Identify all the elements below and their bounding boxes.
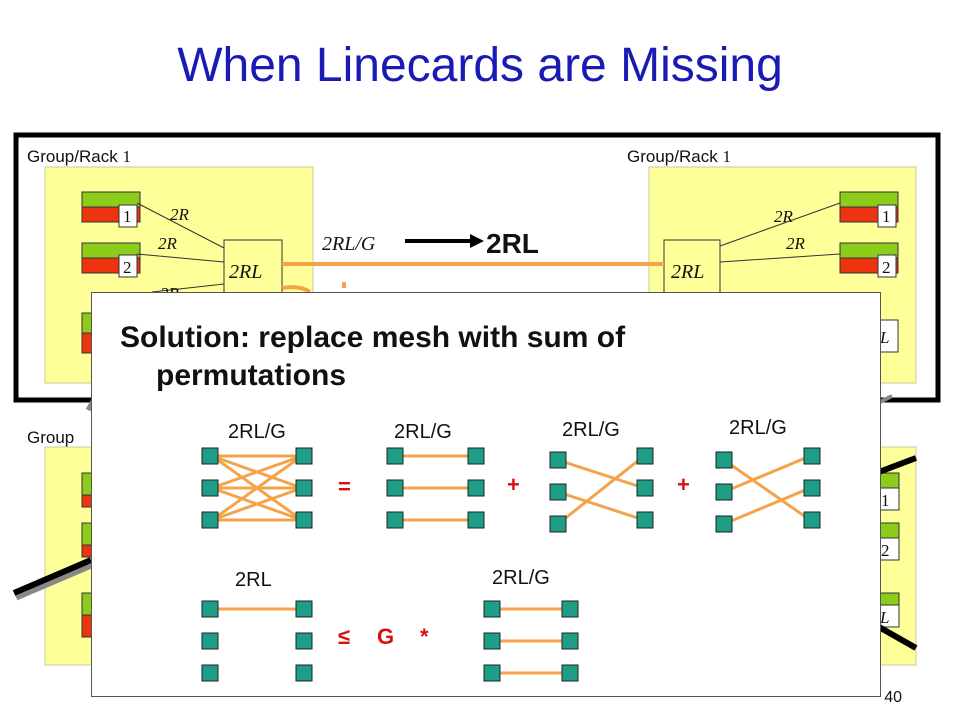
linecard-tl-1 — [81, 191, 141, 228]
page-number: 40 — [884, 689, 902, 706]
perm-identity — [395, 454, 475, 522]
tl-link-label-1: 2R — [170, 205, 190, 224]
equals-operator: = — [338, 474, 351, 499]
row1-label-mesh: 2RL/G — [228, 421, 286, 443]
solution-panel: Solution: replace mesh with sum of permu… — [91, 292, 881, 697]
group-label-top-right: Group/Rack 1 — [627, 147, 731, 166]
group-label-top-left: Group/Rack 1 — [27, 147, 131, 166]
tl-switch-label: 2RL — [229, 261, 262, 283]
thick-link-right-top — [877, 455, 918, 475]
tr-link-label-1: 2R — [774, 207, 794, 226]
switch-top-right — [663, 239, 721, 299]
g-factor: G — [377, 624, 395, 649]
perm-shift-2 — [723, 454, 811, 526]
inter-link-result: 2RL — [486, 228, 539, 259]
linecard-tr-2 — [839, 242, 899, 278]
br-linecard-l: L — [879, 608, 889, 627]
br-linecard-2-num: 2 — [881, 541, 890, 560]
linecard-tr-1 — [839, 191, 899, 228]
tl-linecard-2-num: 2 — [123, 258, 132, 277]
thick-link-right-bottom — [877, 624, 918, 651]
perm-identity-bottom — [492, 607, 570, 675]
br-linecard-1-num: 1 — [881, 491, 890, 510]
arrow-head — [470, 234, 484, 248]
thick-link-left — [14, 561, 93, 601]
solution-heading-line2: permutations — [156, 359, 347, 392]
times-operator: * — [420, 624, 429, 649]
mesh-full — [211, 454, 303, 522]
tl-link-label-2: 2R — [158, 234, 178, 253]
row2-label-single: 2RL — [235, 569, 272, 591]
inter-link-label: 2RL/G — [322, 233, 376, 255]
solution-heading-line1: Solution: replace mesh with sum of — [120, 321, 626, 354]
tr-link-label-2: 2R — [786, 234, 806, 253]
tr-linecard-l: L — [879, 328, 889, 347]
tl-linecard-1-num: 1 — [123, 207, 132, 226]
group-label-bottom-left: Group — [27, 428, 75, 447]
plus-operator-1: + — [507, 472, 520, 497]
row1-label-perm3: 2RL/G — [729, 417, 787, 439]
tr-linecard-1-num: 1 — [882, 207, 891, 226]
row1-label-perm1: 2RL/G — [394, 421, 452, 443]
plus-operator-2: + — [677, 472, 690, 497]
row2-label-perm: 2RL/G — [492, 567, 550, 589]
tr-linecard-2-num: 2 — [882, 258, 891, 277]
perm-shift-1 — [557, 454, 645, 526]
leq-operator: ≤ — [338, 624, 351, 649]
linecard-tl-2 — [81, 242, 141, 278]
switch-top-left — [223, 239, 283, 299]
tr-switch-label: 2RL — [671, 261, 704, 283]
solution-heading: Solution: replace mesh with sum of permu… — [120, 319, 860, 395]
page-title: When Linecards are Missing — [177, 39, 783, 92]
permutation-diagrams — [201, 447, 821, 682]
row1-label-perm2: 2RL/G — [562, 419, 620, 441]
